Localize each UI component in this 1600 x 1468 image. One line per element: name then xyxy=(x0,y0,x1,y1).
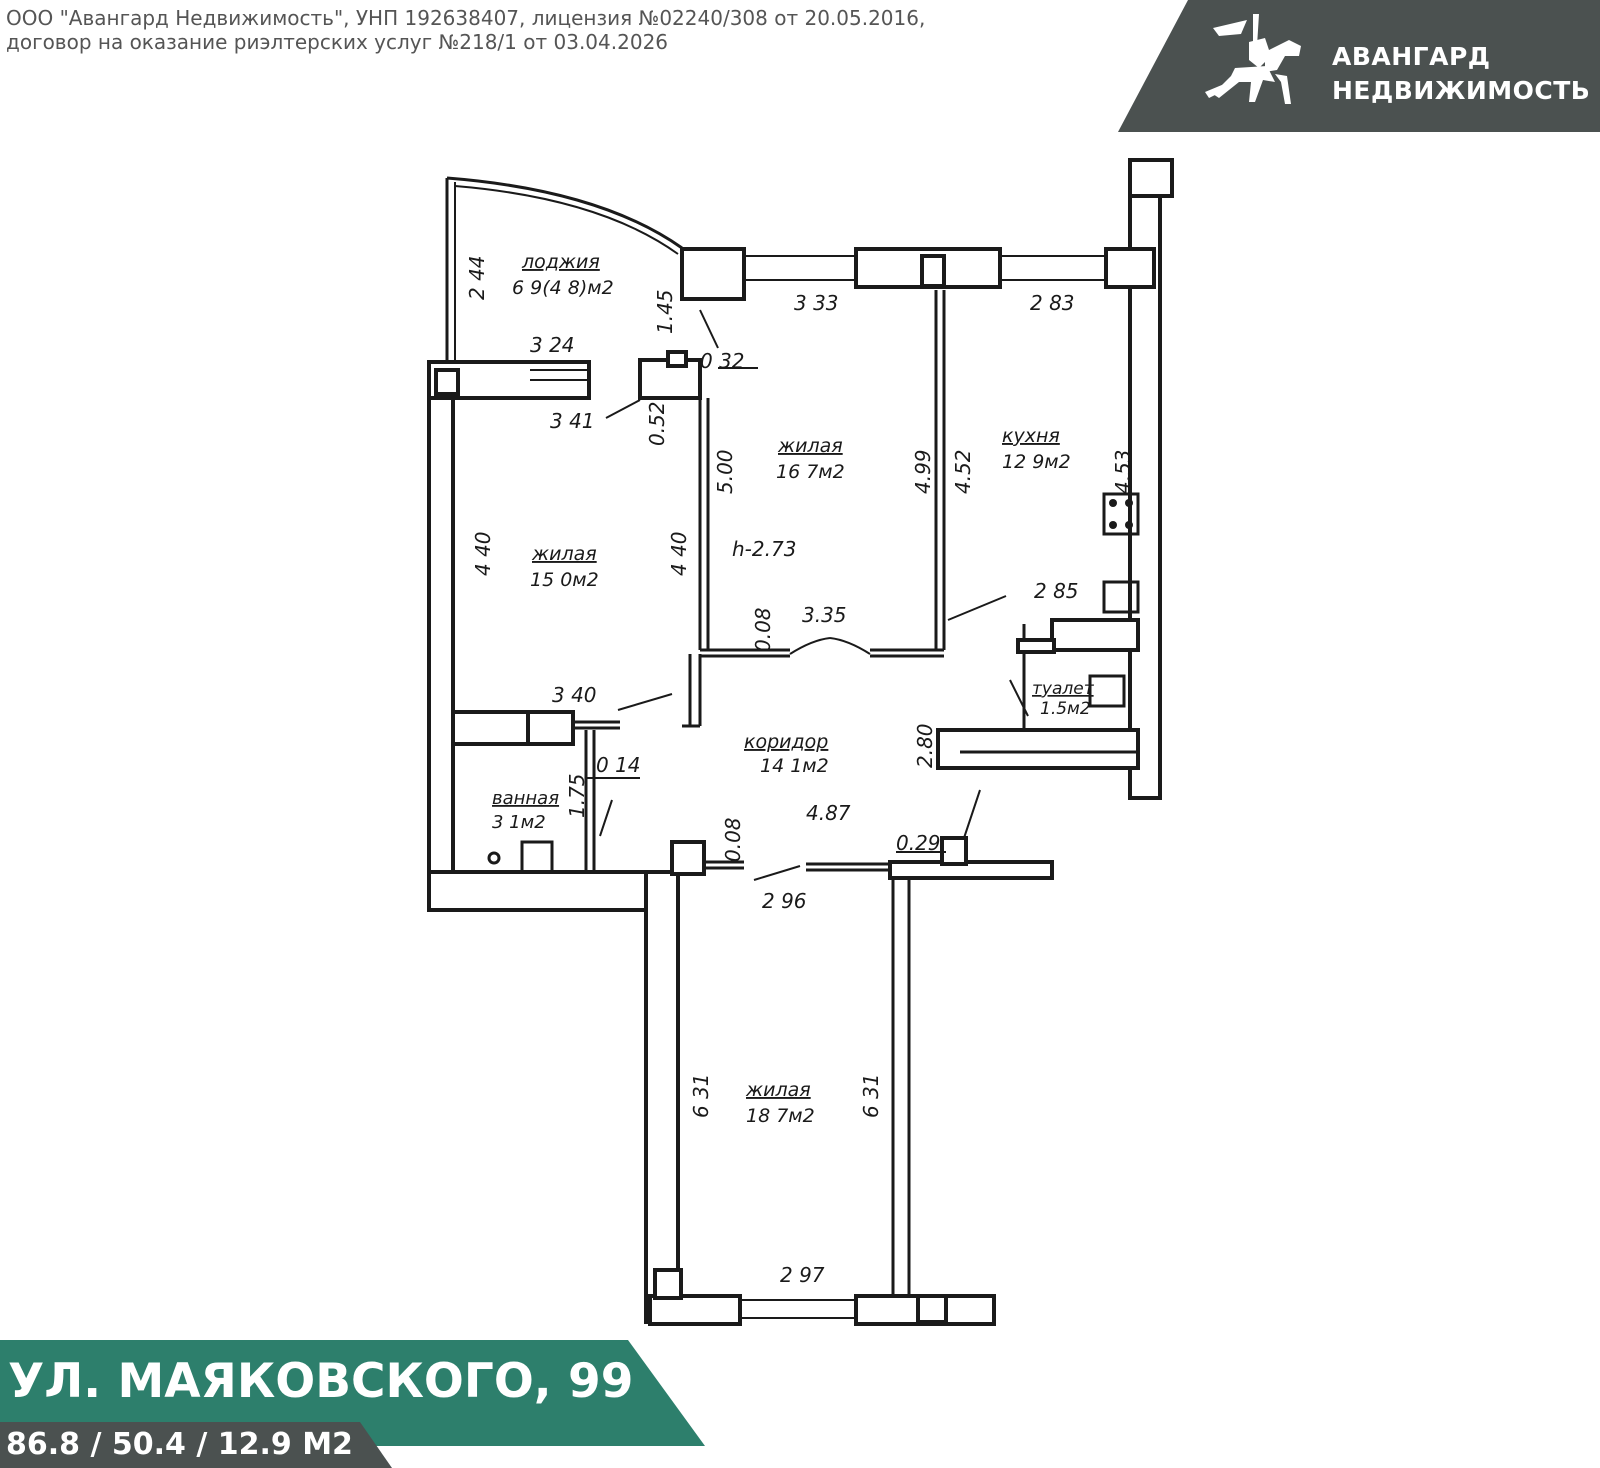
license-text: ООО "Авангард Недвижимость", УНП 1926384… xyxy=(6,6,925,54)
room-living-center-name: жилая xyxy=(777,435,843,457)
room-corridor-name: коридор xyxy=(744,731,828,753)
room-living-left-area: 15 0м2 xyxy=(530,569,599,591)
brand-line-1: АВАНГАРД xyxy=(1332,42,1491,71)
room-toilet-area: 1.5м2 xyxy=(1040,699,1091,719)
room-toilet-name: туалет xyxy=(1032,679,1095,699)
dim-label: 4 40 xyxy=(667,531,691,576)
room-loggia-name: лоджия xyxy=(521,251,600,273)
dim-label: 5.00 xyxy=(713,449,737,494)
license-line-2: договор на оказание риэлтерских услуг №2… xyxy=(6,30,669,54)
dim-label: 4.52 xyxy=(951,449,975,494)
room-corridor-area: 14 1м2 xyxy=(760,755,829,777)
dim-label: 3 33 xyxy=(794,291,839,315)
address-title: УЛ. МАЯКОВСКОГО, 99 xyxy=(8,1354,634,1409)
dim-label: 1.45 xyxy=(653,289,677,334)
room-kitchen-area: 12 9м2 xyxy=(1002,451,1071,473)
dim-label: 3 40 xyxy=(552,683,597,707)
dim-label: 3 24 xyxy=(530,333,575,357)
dim-label: 4.87 xyxy=(806,801,851,825)
dim-label: 2 44 xyxy=(465,255,489,300)
room-living-left-name: жилая xyxy=(531,543,597,565)
room-living-center-area: 16 7м2 xyxy=(776,461,845,483)
area-summary: 86.8 / 50.4 / 12.9 М2 xyxy=(6,1427,353,1462)
dim-label: 2 96 xyxy=(762,889,807,913)
dim-label: 6 31 xyxy=(689,1073,713,1118)
license-line-1: ООО "Авангард Недвижимость", УНП 1926384… xyxy=(6,6,926,30)
dim-label: 0 32 xyxy=(700,349,745,373)
dim-label: 4 40 xyxy=(471,531,495,576)
dim-label: 3.35 xyxy=(802,603,847,627)
dim-label: 0.29 xyxy=(896,831,941,855)
dim-label: 3 41 xyxy=(550,409,595,433)
dimension-labels: 2 44 3 24 1.45 0 32 3 33 2 83 3 41 0.52 … xyxy=(465,255,1135,1287)
room-living-bottom-name: жилая xyxy=(745,1079,811,1101)
area-bar xyxy=(0,1422,392,1468)
room-living-bottom-area: 18 7м2 xyxy=(746,1105,815,1127)
dim-label: 2 83 xyxy=(1030,291,1075,315)
dim-label: 6 31 xyxy=(859,1073,883,1118)
leader-lines xyxy=(586,309,1029,881)
room-bathroom-name: ванная xyxy=(492,788,559,809)
dim-label: 0.08 xyxy=(721,817,745,862)
dim-label: 0.08 xyxy=(751,607,775,652)
room-bathroom-area: 3 1м2 xyxy=(492,812,546,833)
dim-label: 2 85 xyxy=(1034,579,1079,603)
dim-label: 4.53 xyxy=(1111,449,1135,494)
room-kitchen-name: кухня xyxy=(1002,425,1060,447)
brand-line-2: НЕДВИЖИМОСТЬ xyxy=(1332,76,1591,105)
knight-on-horse-icon xyxy=(1205,14,1301,104)
outer-walls xyxy=(427,158,1174,1326)
dim-label: 0.52 xyxy=(645,401,669,446)
room-labels: лоджия 6 9(4 8)м2 жилая 16 7м2 кухня 12 … xyxy=(492,251,1095,1127)
loggia-outline xyxy=(445,176,683,362)
dim-label: 0 14 xyxy=(596,753,641,777)
brand-name: АВАНГАРД НЕДВИЖИМОСТЬ xyxy=(1332,40,1590,108)
interior-walls xyxy=(451,290,1140,880)
dim-label: 2.80 xyxy=(913,723,937,768)
ceiling-height: h-2.73 xyxy=(732,537,796,561)
dim-label: 1.75 xyxy=(565,773,589,818)
dim-label: 4.99 xyxy=(911,449,935,494)
dim-label: 2 97 xyxy=(780,1263,825,1287)
brand-panel xyxy=(1118,0,1600,132)
room-loggia-area: 6 9(4 8)м2 xyxy=(512,277,614,299)
